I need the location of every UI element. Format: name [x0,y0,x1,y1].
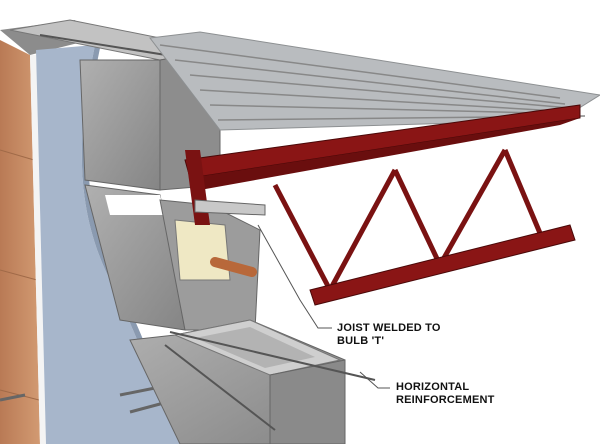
reinforcement-label-line-2: REINFORCEMENT [396,394,495,406]
joist-label-line-1: JOIST WELDED TO [337,322,441,334]
reinforcement-label-line-1: HORIZONTAL [396,381,470,393]
joist-label-line-2: BULB 'T' [337,335,385,347]
reinforcement-label: HORIZONTAL REINFORCEMENT [396,381,495,407]
rebar [210,257,257,277]
steel-joist [184,104,581,306]
leader-lines [257,224,390,389]
joist-weld-label: JOIST WELDED TO BULB 'T' [337,322,441,348]
insulation-board [36,45,180,444]
